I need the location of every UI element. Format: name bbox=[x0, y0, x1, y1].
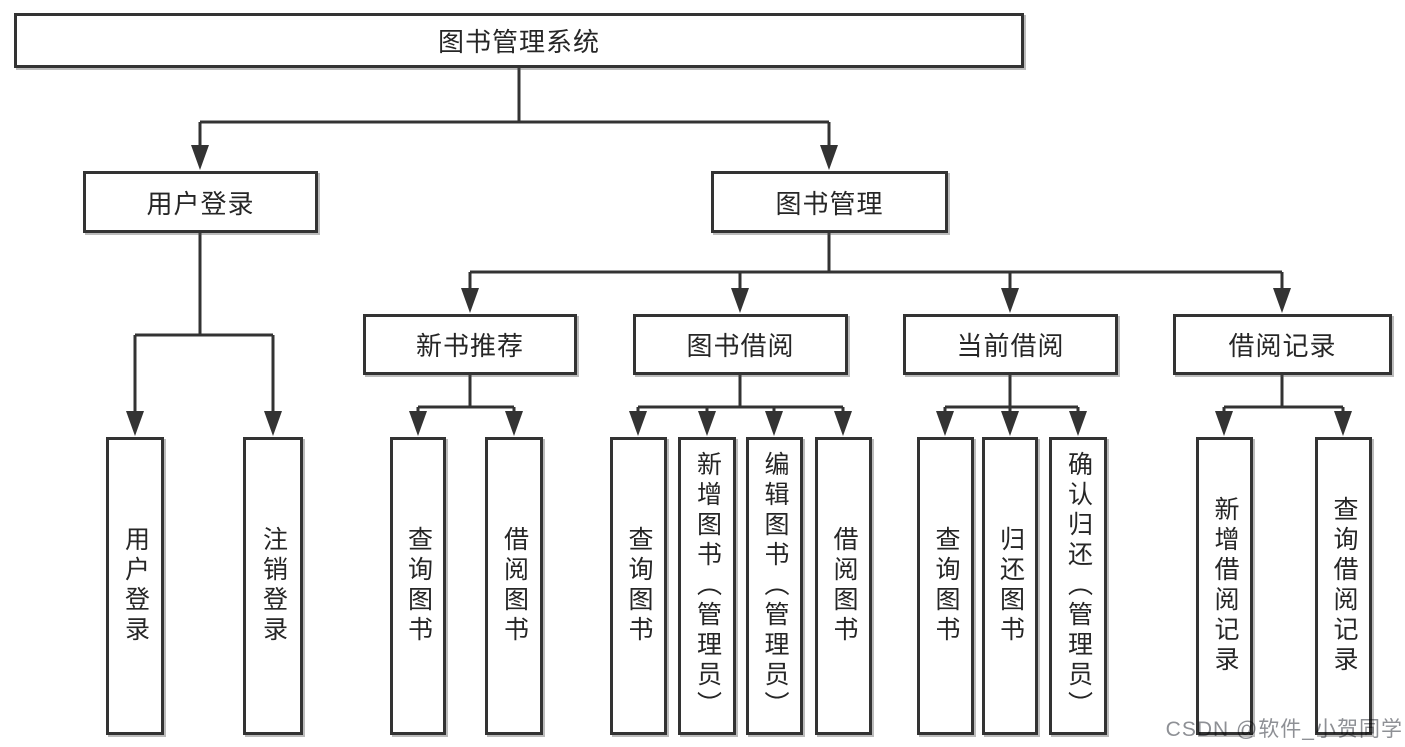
leaf-label: 编辑图书（管理员） bbox=[761, 451, 789, 721]
node-book-management: 图书管理 bbox=[711, 171, 948, 233]
leaf-add-book-admin: 新增图书（管理员） bbox=[678, 437, 736, 735]
node-new-book-recommendation: 新书推荐 bbox=[363, 314, 577, 375]
node-root: 图书管理系统 bbox=[14, 13, 1024, 68]
leaf-confirm-return-admin: 确认归还（管理员） bbox=[1049, 437, 1107, 735]
leaf-label: 用户登录 bbox=[121, 526, 150, 646]
node-label: 用户登录 bbox=[146, 188, 255, 219]
node-label: 当前借阅 bbox=[956, 331, 1065, 361]
node-user-login: 用户登录 bbox=[83, 171, 318, 233]
arrowheads bbox=[126, 145, 1352, 436]
leaf-query-books-recommend: 查询图书 bbox=[390, 437, 446, 735]
node-borrowing-records: 借阅记录 bbox=[1173, 314, 1392, 375]
leaf-label: 归还图书 bbox=[996, 526, 1025, 646]
leaf-label: 确认归还（管理员） bbox=[1064, 451, 1093, 721]
leaf-return-books: 归还图书 bbox=[982, 437, 1038, 735]
leaf-label: 新增借阅记录 bbox=[1211, 496, 1239, 676]
leaf-label: 查询图书 bbox=[404, 526, 433, 646]
node-label: 借阅记录 bbox=[1228, 331, 1337, 361]
leaf-borrow-books-recommend: 借阅图书 bbox=[485, 437, 543, 735]
leaf-label: 新增图书（管理员） bbox=[693, 451, 722, 721]
leaf-label: 借阅图书 bbox=[830, 526, 858, 646]
watermark: CSDN @软件_小贺同学 bbox=[1165, 718, 1403, 741]
node-label: 新书推荐 bbox=[415, 331, 524, 361]
node-book-borrowing: 图书借阅 bbox=[633, 314, 848, 375]
leaf-query-books-borrow: 查询图书 bbox=[610, 437, 667, 735]
node-label: 图书管理系统 bbox=[437, 27, 600, 57]
leaf-edit-book-admin: 编辑图书（管理员） bbox=[746, 437, 803, 735]
node-current-borrowing: 当前借阅 bbox=[903, 314, 1118, 375]
leaf-query-books-current: 查询图书 bbox=[917, 437, 974, 735]
leaf-label: 查询借阅记录 bbox=[1330, 496, 1358, 676]
leaf-label: 查询图书 bbox=[625, 526, 653, 646]
leaf-label: 注销登录 bbox=[259, 526, 288, 646]
leaf-label: 借阅图书 bbox=[500, 526, 529, 646]
leaf-query-borrow-record: 查询借阅记录 bbox=[1315, 437, 1372, 735]
leaf-logout: 注销登录 bbox=[243, 437, 303, 735]
node-label: 图书管理 bbox=[775, 188, 884, 219]
leaf-borrow-books: 借阅图书 bbox=[815, 437, 872, 735]
leaf-add-borrow-record: 新增借阅记录 bbox=[1196, 437, 1253, 735]
leaf-label: 查询图书 bbox=[932, 526, 960, 646]
node-label: 图书借阅 bbox=[686, 331, 795, 361]
leaf-user-login: 用户登录 bbox=[106, 437, 164, 735]
